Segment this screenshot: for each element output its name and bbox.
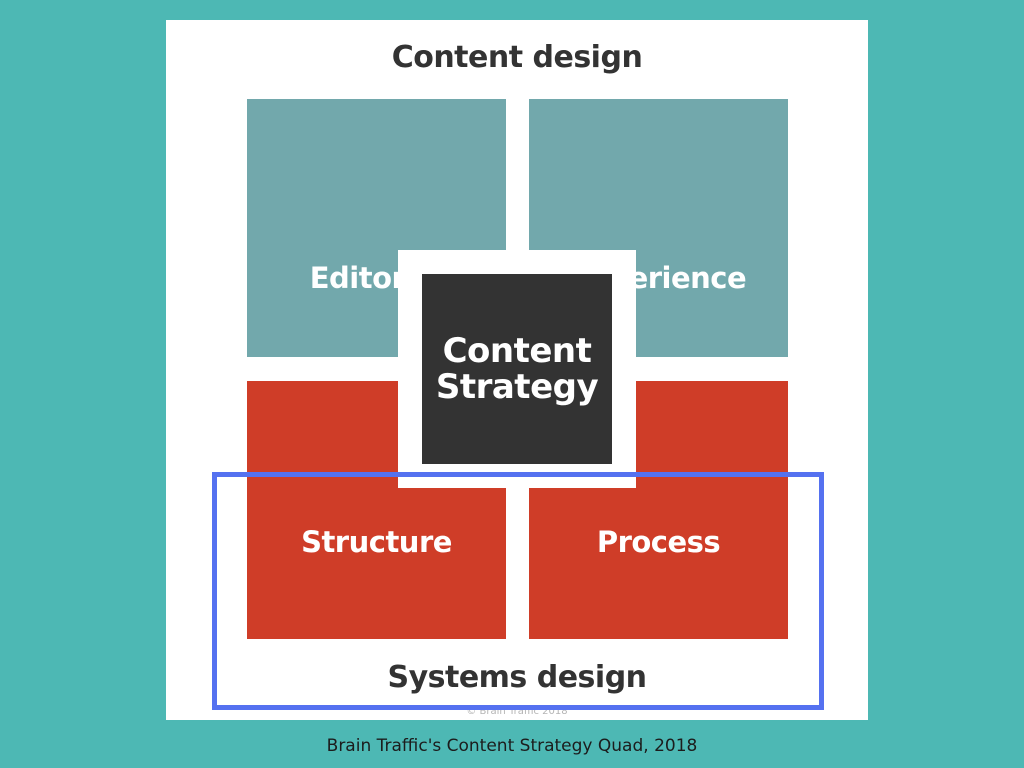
quadrant-structure-label: Structure — [301, 525, 452, 559]
content-strategy-line2: Strategy — [435, 367, 599, 407]
content-strategy-box: Content Strategy — [422, 274, 612, 464]
content-design-label: Content design — [391, 40, 643, 75]
diagram-card: Content design Editorial Experience Stru… — [166, 20, 868, 720]
quadrant-process-label: Process — [596, 525, 721, 559]
systems-design-label: Systems design — [387, 660, 647, 695]
content-strategy-line1: Content — [442, 331, 592, 371]
copyright-text: © Brain Traffic 2018 — [466, 706, 568, 717]
systems-design-highlight-box — [212, 472, 824, 710]
figure-caption: Brain Traffic's Content Strategy Quad, 2… — [326, 736, 698, 756]
